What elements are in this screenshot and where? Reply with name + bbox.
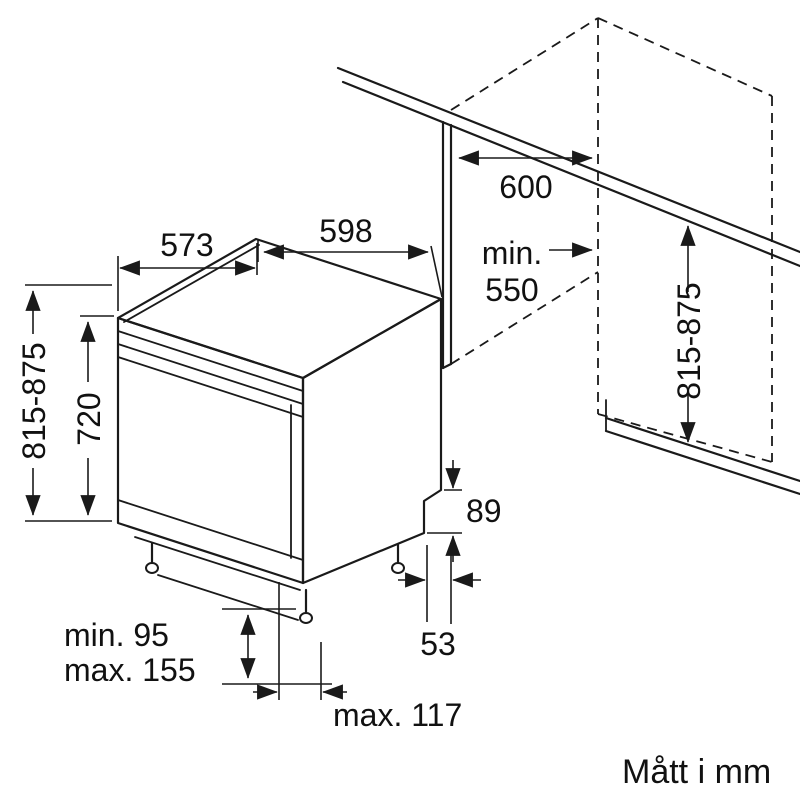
dim-550: min. 550 xyxy=(482,235,593,308)
dim-label-573: 573 xyxy=(160,227,213,263)
dim-label-max155: max. 155 xyxy=(64,652,196,688)
plinth-edge xyxy=(134,536,301,591)
dim-53: 53 xyxy=(398,543,481,662)
dim-598: 598 xyxy=(257,213,443,298)
niche-top-left-edge xyxy=(450,17,599,111)
dishwasher-front-face xyxy=(116,316,305,585)
dishwasher-side-face xyxy=(301,297,443,585)
dim-label-min: min. xyxy=(482,235,542,271)
niche-floor-edge xyxy=(450,271,599,365)
dim-label-720: 720 xyxy=(71,392,107,445)
dim-label-550: 550 xyxy=(485,272,538,308)
ext-line xyxy=(430,245,443,298)
units-caption: Mått i mm xyxy=(622,753,771,791)
countertop-top-edge xyxy=(336,66,800,254)
dim-label-height-left: 815-875 xyxy=(16,342,52,459)
dim-plinth-height: min. 95 max. 155 xyxy=(64,608,332,688)
niche-side-wall-bottom xyxy=(441,362,453,370)
countertop-lines xyxy=(336,66,800,268)
door-bottom-edge xyxy=(117,499,304,561)
dim-label-600: 600 xyxy=(499,169,552,205)
control-panel-top xyxy=(117,343,304,405)
dim-label-598: 598 xyxy=(319,213,372,249)
floor-line-bottom xyxy=(604,429,800,496)
dim-label-53: 53 xyxy=(420,626,456,662)
niche-top-back-edge xyxy=(597,17,773,97)
dishwasher-drawing xyxy=(116,237,443,624)
dim-89: 89 xyxy=(427,460,502,562)
foot-front-right xyxy=(299,612,313,624)
foot-front-left xyxy=(145,562,159,574)
dim-label-height-right: 815-875 xyxy=(671,282,707,399)
dim-720: 720 xyxy=(71,315,114,516)
dim-label-max117: max. 117 xyxy=(333,697,462,733)
control-panel-bottom xyxy=(117,356,304,418)
dim-label-89: 89 xyxy=(466,493,502,529)
dim-height-right: 815-875 xyxy=(671,225,707,443)
worktop-inner-edge xyxy=(123,244,260,323)
floor-line-top xyxy=(604,416,800,483)
dim-117: max. 117 xyxy=(253,582,462,733)
plinth-floor-line xyxy=(157,574,299,621)
dim-600: 600 xyxy=(458,150,593,205)
dim-height-left: 815-875 xyxy=(16,284,112,522)
dim-573: 573 xyxy=(117,227,258,311)
foot-back xyxy=(391,562,405,574)
worktop-front-thickness xyxy=(117,330,304,392)
countertop-bottom-edge xyxy=(341,80,800,268)
dim-label-min95: min. 95 xyxy=(64,617,169,653)
